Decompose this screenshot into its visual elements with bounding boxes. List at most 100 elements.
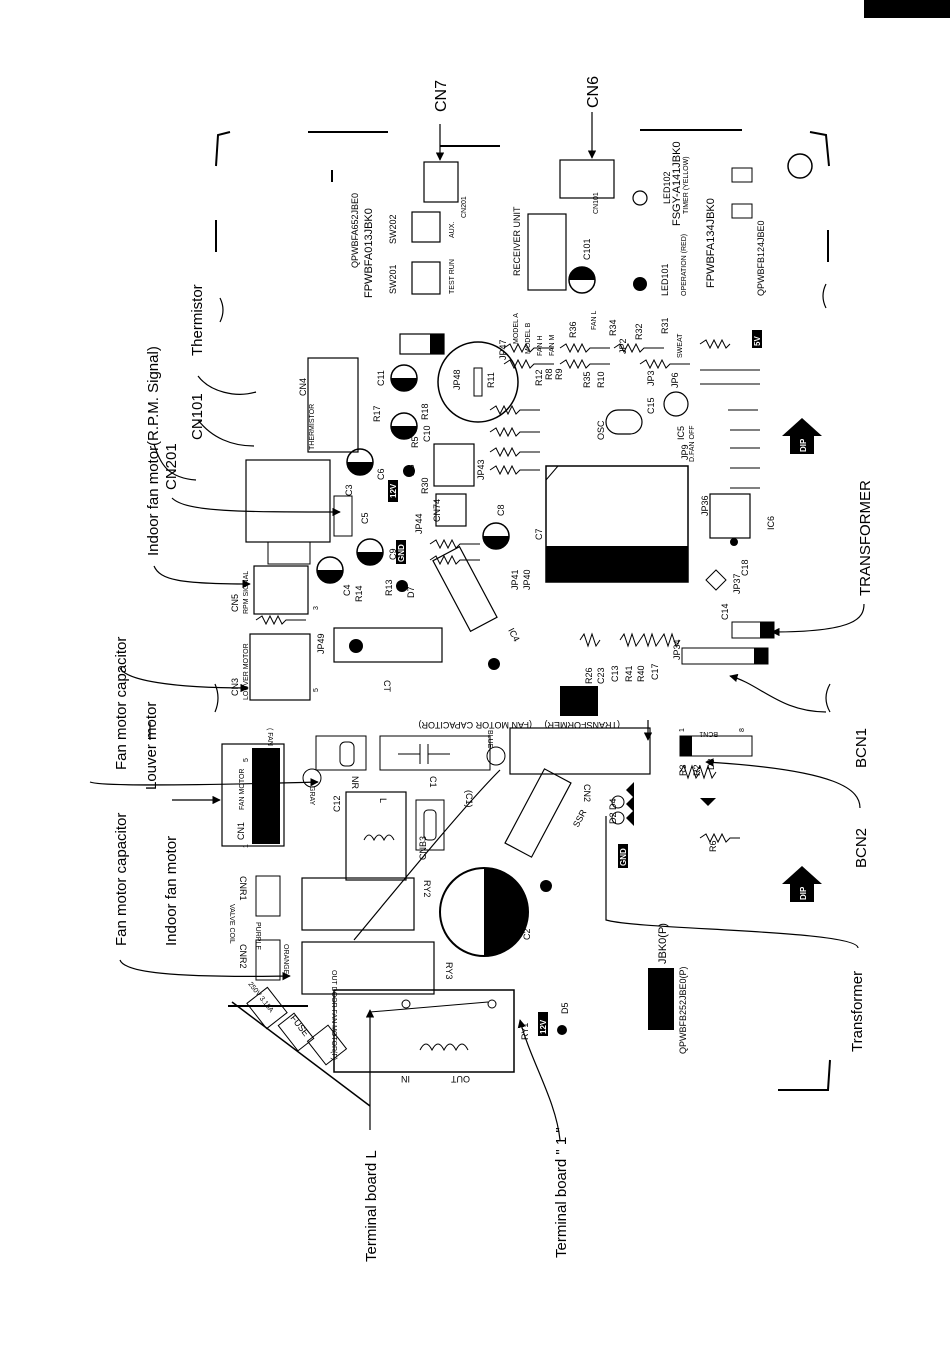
callout-indoor-fan-motor-rpm: Indoor fan motor(R.P.M. Signal) <box>145 346 162 556</box>
lbl-c10: C10 <box>422 425 432 442</box>
lbl-operation-red: OPERATION (RED) <box>681 234 688 296</box>
lbl-thermistor-pcb: THERMISTOR <box>309 404 316 450</box>
lbl-r5: R5 <box>410 436 420 448</box>
pwb-bottom-label: DPWBFA <box>657 977 669 1024</box>
lbl-fuse-rating: 250V 3.15A <box>246 981 274 1014</box>
lbl-rpm-signal: RPM SIGNAL <box>243 571 250 614</box>
lbl-fan-motor-pcb: FAN MOTOR <box>239 769 246 810</box>
lbl-c3: C3 <box>344 484 354 496</box>
lbl-c11: C11 <box>376 370 386 386</box>
pwb-bottom-suffix-label: JBK0(P) <box>657 923 669 964</box>
ic6-chip <box>709 493 751 539</box>
lbl-fan-motor-capacitor-pcb: (FAN MOTOR CAPACITOR) <box>418 720 532 730</box>
cn3-louver-connector <box>249 633 311 701</box>
lbl-outdoor-fan-motor: OUT DOOR FAN MOTOR(F) <box>330 970 337 1060</box>
mid-components <box>245 333 519 701</box>
lbl-sweat: SWEAT <box>677 333 684 358</box>
ic4-chip <box>432 545 498 633</box>
callout-indoor-fan-motor: Indoor fan motor <box>163 836 180 946</box>
lbl-r34: R34 <box>608 319 618 336</box>
lbl-ct: CT <box>382 680 392 692</box>
mcu-block <box>545 391 775 716</box>
callout-transformer-upper: TRANSFORMER <box>857 480 874 596</box>
lbl-d3: D3 <box>706 758 716 770</box>
lbl-c6: C6 <box>376 468 386 480</box>
lbl-r18: R18 <box>420 403 430 420</box>
lbl-model-a: MODEL A <box>513 313 520 344</box>
lbl-r13: R13 <box>384 579 394 596</box>
lbl-ssr: SSR <box>571 807 589 828</box>
lbl-cn74: CN74 <box>432 499 442 522</box>
lbl-cn1: CN1 <box>236 822 246 840</box>
lbl-cnb3: CNB3 <box>418 836 428 860</box>
receiver-region <box>411 153 813 295</box>
callout-bcn1: BCN1 <box>853 728 870 768</box>
dip-arrow-upper <box>782 418 822 454</box>
lbl-ry1: RY1 <box>520 1023 530 1040</box>
lbl-ic5: IC5 <box>676 426 686 440</box>
lbl-jp3: JP3 <box>646 370 656 386</box>
lbl-d4: D4 <box>608 798 618 810</box>
lbl-led102: LED102 <box>662 171 672 204</box>
lbl-cn101-pcb: CN101 <box>593 192 600 214</box>
lbl-jp41: JP41 <box>510 569 520 590</box>
lbl-in: IN <box>401 1074 410 1084</box>
pcb-part-numbers: FPWBFA013JBK0 QPWBFA652JBE0 FPWBFA134JBK… <box>350 141 766 1054</box>
lbl-jp37: JP37 <box>732 573 742 594</box>
ry1-relay <box>333 989 515 1073</box>
sw202-box <box>411 211 441 243</box>
pin-cn1-5: 5 <box>243 758 250 762</box>
lbl-fan-l: FAN L <box>591 310 598 330</box>
lbl-model-b: MODEL B <box>525 322 532 354</box>
pwb-receiver-sub-label: QPWBFB124JBE0 <box>756 220 766 296</box>
lbl-c13: C13 <box>610 665 620 682</box>
lbl-r35: R35 <box>582 371 592 388</box>
dip-arrow-lower <box>782 866 822 902</box>
badge-gnd-upper-text: GND <box>397 544 406 562</box>
lbl-fan-m: FAN M <box>549 334 556 356</box>
pwb-top-label: FSGY-A141JBK0 <box>671 141 683 226</box>
cn201-connector <box>423 161 459 203</box>
cn201-module <box>245 459 331 543</box>
lbl-c4: C4 <box>342 584 352 596</box>
lbl-fuse: FUSE <box>288 1013 311 1038</box>
cn74-header <box>435 493 467 527</box>
lbl-d8: D8 <box>406 464 416 476</box>
lbl-jp6: JP6 <box>670 372 680 388</box>
lbl-jp40: JP40 <box>522 569 532 590</box>
lbl-jp43: JP43 <box>476 459 486 480</box>
lbl-ry2: RY2 <box>422 880 432 897</box>
callout-bcn2: BCN2 <box>853 828 870 868</box>
lbl-c1: C1 <box>428 776 438 788</box>
lbl-c8: C8 <box>496 504 506 516</box>
lbl-r26: R26 <box>584 667 594 684</box>
callout-cn201: CN201 <box>163 443 180 490</box>
osc-crystal <box>605 409 643 435</box>
lbl-d5: D5 <box>560 1002 570 1014</box>
lbl-ry3: RY3 <box>444 962 454 979</box>
lbl-r31: R31 <box>660 317 670 334</box>
power-section <box>221 727 753 1107</box>
lbl-blue: BLUE <box>486 730 493 749</box>
inductor-l <box>345 791 407 881</box>
callout-cn7: CN7 <box>433 80 450 112</box>
dip-lower-text: DIP <box>799 886 808 900</box>
cn1-fan-connector <box>221 743 285 847</box>
lbl-r14: R14 <box>354 585 364 602</box>
lbl-jp48: JP48 <box>452 369 462 390</box>
ssr-chip <box>504 768 572 858</box>
pwb-main-label: FPWBFA013JBK0 <box>363 208 375 298</box>
badge-12v-upper <box>388 480 398 502</box>
lbl-jp36: JP36 <box>700 495 710 516</box>
lbl-purple: PURPLE <box>254 922 261 950</box>
pwb-receiver-label: FPWBFA134JBK0 <box>705 198 717 288</box>
pin-cn5-3: 3 <box>313 606 320 610</box>
lbl-r3: R3 <box>678 764 688 776</box>
page-corner-tab <box>864 0 950 18</box>
ry2-relay <box>301 877 415 931</box>
lbl-cn2: CN2 <box>582 784 592 802</box>
sw201-box <box>411 261 441 295</box>
badge-5v-text: 5V <box>753 336 762 346</box>
lbl-c14: C14 <box>720 603 730 620</box>
